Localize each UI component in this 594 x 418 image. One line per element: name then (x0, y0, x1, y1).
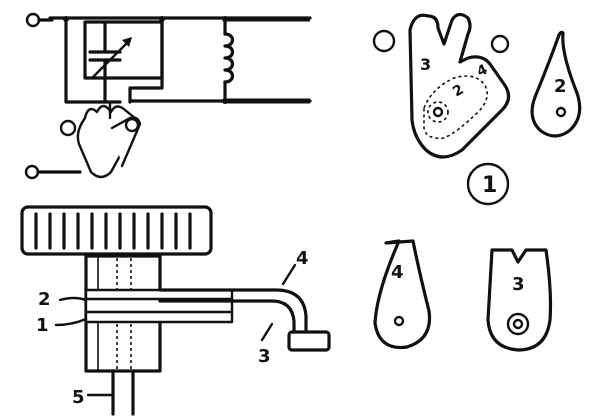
label-plate-4: 4 (391, 262, 404, 283)
plate-3-side-outline (486, 248, 553, 352)
variable-capacitor-box (83, 20, 164, 80)
plate-2-outline (530, 30, 582, 138)
tab-circle (490, 34, 510, 54)
plate-3-inner-contour (423, 75, 488, 140)
right-vertical-wire (128, 17, 164, 104)
label-assembly-3: 3 (258, 346, 271, 367)
terminal-top (25, 12, 41, 28)
shaft (111, 369, 135, 416)
center-hole-outer (427, 101, 449, 123)
plate-3-drawing: 3 (486, 248, 553, 352)
terminal-bottom (24, 164, 40, 180)
schematic-small-circle (59, 119, 77, 137)
capacitor-assembly-side-view: 2 1 4 3 5 (20, 205, 331, 416)
leader-4 (281, 263, 297, 286)
figure-number-text: 1 (482, 173, 497, 198)
leader-3 (260, 322, 274, 342)
plate-4-outline (373, 239, 432, 350)
figure-number-circle (466, 162, 510, 206)
capacitor-arrowhead (122, 37, 132, 47)
left-vertical-wire (64, 17, 102, 104)
leader-2 (58, 296, 88, 302)
schematic-rotor-tab (124, 117, 140, 133)
leader-1 (54, 317, 88, 327)
plate-stack (84, 288, 234, 324)
plate-2-hole (555, 106, 567, 118)
small-circle (372, 29, 396, 53)
label-plate-3: 3 (420, 55, 431, 74)
knob-body (20, 205, 213, 256)
figure-number: 1 (466, 162, 510, 206)
plate-3-hole-outer (506, 312, 530, 336)
circuit-schematic (24, 12, 312, 180)
rotor-plate-top-view: 3 2 4 (372, 12, 511, 159)
label-assembly-1: 1 (36, 315, 49, 336)
contact-arm-outer (158, 288, 308, 334)
plate-4-hole (393, 315, 405, 327)
center-hole (432, 106, 444, 118)
contact-block (287, 330, 331, 352)
capacitor-arrow (90, 38, 132, 80)
knob-ribs (34, 212, 192, 250)
plate-2-drawing: 2 (530, 30, 582, 138)
inductor-coil (223, 32, 235, 84)
label-assembly-5: 5 (72, 387, 85, 408)
plate-4-drawing: 4 (373, 239, 432, 350)
contact-arm-inner (158, 299, 296, 334)
label-assembly-2: 2 (38, 289, 51, 310)
node-dot (222, 98, 228, 104)
plate-3-hole-inner (512, 318, 524, 330)
label-plate-3-bottom: 3 (512, 274, 525, 295)
label-assembly-4: 4 (296, 248, 309, 269)
label-plate-2: 2 (554, 76, 567, 97)
